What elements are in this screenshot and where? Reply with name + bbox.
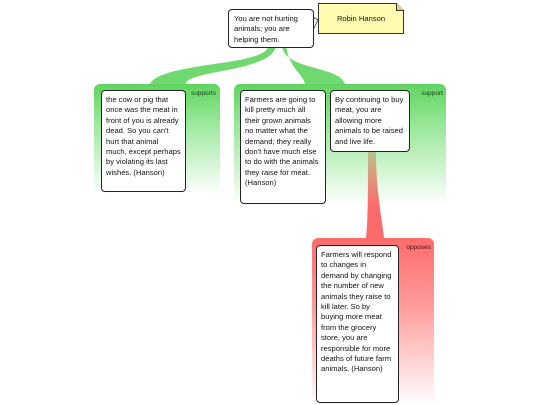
objection-text: Farmers will respond to changes in deman… xyxy=(321,250,392,374)
author-note[interactable]: Robin Hanson xyxy=(318,3,404,34)
reason-box-farmers-kill[interactable]: Farmers are going to kill pretty much al… xyxy=(240,90,326,204)
reason-text: Farmers are going to kill pretty much al… xyxy=(245,95,319,188)
note-fold-corner xyxy=(396,3,404,11)
reason-text: By continuing to buy meat, you are allow… xyxy=(335,95,404,146)
reason-text: the cow or pig that once was the meat in… xyxy=(106,95,181,177)
objection-box[interactable]: Farmers will respond to changes in deman… xyxy=(316,245,399,403)
connector-support xyxy=(282,46,345,84)
support-label: support xyxy=(421,90,443,97)
opposes-label: opposes xyxy=(406,244,431,251)
main-claim-box[interactable]: You are not hurting animals; you are hel… xyxy=(228,9,314,48)
connector-supports xyxy=(150,46,276,84)
main-claim-text: You are not hurting animals; you are hel… xyxy=(234,14,298,44)
supports-label: supports xyxy=(191,90,216,97)
reason-box-more-animals[interactable]: By continuing to buy meat, you are allow… xyxy=(330,90,410,152)
author-note-text: Robin Hanson xyxy=(336,14,386,23)
reason-box-dead-animal[interactable]: the cow or pig that once was the meat in… xyxy=(101,90,186,192)
